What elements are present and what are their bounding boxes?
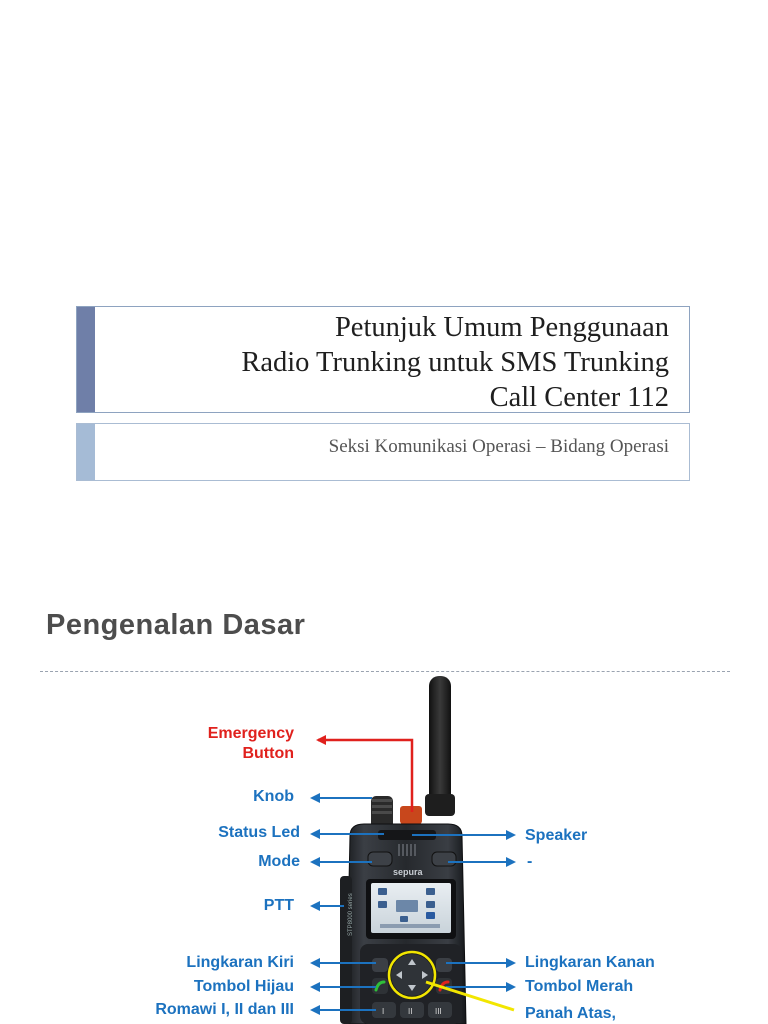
radio-illustration: STP8000 series sepura: [310, 676, 516, 1024]
svg-text:III: III: [435, 1007, 442, 1016]
title-line-3: Call Center 112: [489, 382, 669, 413]
label-panah-atas: Panah Atas,: [525, 1005, 616, 1022]
screen-icons: [378, 888, 440, 928]
title-accent-bar: [77, 307, 95, 412]
title-line-1: Petunjuk Umum Penggunaan: [334, 312, 669, 343]
panah-atas-leader: [425, 980, 515, 1012]
label-status-led: Status Led: [218, 824, 300, 841]
svg-text:II: II: [408, 1007, 412, 1016]
label-knob: Knob: [253, 788, 294, 805]
roman-key-3: [428, 1002, 452, 1018]
section-heading: Pengenalan Dasar: [46, 609, 306, 641]
label-tombol-merah: Tombol Merah: [525, 978, 634, 995]
slide-title: Petunjuk Umum Penggunaan Radio Trunking …: [241, 310, 669, 415]
label-speaker: Speaker: [525, 827, 588, 844]
section-divider: [40, 671, 730, 672]
label-emergency: Emergency Button: [208, 724, 294, 764]
radio-diagram: STP8000 series sepura: [0, 676, 768, 1024]
emergency-leader: [316, 735, 414, 812]
label-mode: Mode: [258, 853, 300, 870]
roman-key-1: [372, 1002, 396, 1018]
right-softkey: [431, 851, 457, 867]
brand-logo: sepura: [393, 867, 424, 877]
label-lingkaran-kanan: Lingkaran Kanan: [525, 954, 655, 971]
label-ptt: PTT: [263, 897, 294, 914]
label-dash: -: [527, 853, 533, 870]
highlight-ring: [387, 950, 437, 1000]
roman-key-2: [400, 1002, 424, 1018]
label-emergency-line1: Emergency: [207, 725, 294, 742]
nav-arrows: [396, 959, 428, 991]
label-romawi: Romawi I, II dan III: [155, 1001, 294, 1018]
subtitle-box: Seksi Komunikasi Operasi – Bidang Operas…: [76, 423, 690, 481]
left-circle-key: [372, 958, 388, 972]
right-circle-key: [436, 958, 452, 972]
model-text: STP8000 series: [348, 893, 354, 936]
label-emergency-line2: Button: [242, 745, 294, 762]
label-tombol-hijau: Tombol Hijau: [193, 978, 294, 995]
svg-text:I: I: [382, 1007, 384, 1016]
mode-button: [367, 851, 393, 867]
label-lingkaran-kiri: Lingkaran Kiri: [186, 954, 294, 971]
knob: [371, 796, 393, 830]
speaker-grille: [398, 844, 416, 856]
emergency-button: [400, 806, 422, 824]
title-line-2: Radio Trunking untuk SMS Trunking: [241, 347, 669, 378]
antenna: [425, 676, 455, 816]
subtitle-accent-bar: [77, 424, 95, 480]
title-box: Petunjuk Umum Penggunaan Radio Trunking …: [76, 306, 690, 413]
slide-subtitle: Seksi Komunikasi Operasi – Bidang Operas…: [328, 436, 669, 457]
